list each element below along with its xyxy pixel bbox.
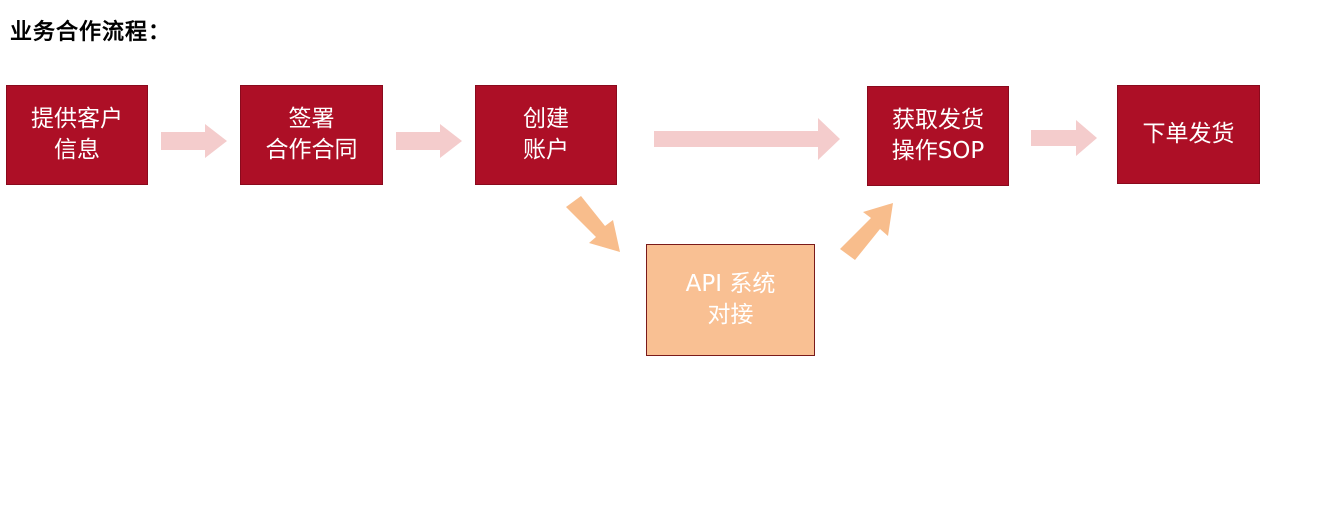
step-get-shipping-sop: 获取发货 操作SOP xyxy=(867,86,1009,186)
step-create-account: 创建 账户 xyxy=(475,85,617,185)
arrow-down-right xyxy=(566,196,620,252)
step-label-line: 签署 xyxy=(288,106,335,132)
step-label-line: 对接 xyxy=(707,302,754,328)
step-label-line: 获取发货 xyxy=(892,107,984,133)
step-provide-customer-info: 提供客户 信息 xyxy=(6,85,148,185)
step-label-line: 合作合同 xyxy=(265,137,358,163)
step-place-order: 下单发货 xyxy=(1117,85,1260,184)
step-sign-contract: 签署 合作合同 xyxy=(240,85,383,185)
step-label-line: 创建 xyxy=(523,106,569,132)
step-label-line: 下单发货 xyxy=(1142,121,1235,147)
arrow-up-right xyxy=(840,203,893,260)
page-title: 业务合作流程： xyxy=(10,19,172,45)
step-label-line: 信息 xyxy=(54,137,100,163)
arrow-right-4 xyxy=(1031,120,1097,156)
step-label-line: API 系统 xyxy=(685,271,776,297)
step-label-line: 提供客户 xyxy=(31,106,123,132)
arrow-right-long xyxy=(654,118,840,160)
step-label-line: 操作SOP xyxy=(891,138,985,164)
step-label-line: 账户 xyxy=(523,137,569,163)
arrow-right-1 xyxy=(161,124,227,158)
step-api-integration: API 系统 对接 xyxy=(646,244,815,356)
arrow-right-2 xyxy=(396,124,462,158)
